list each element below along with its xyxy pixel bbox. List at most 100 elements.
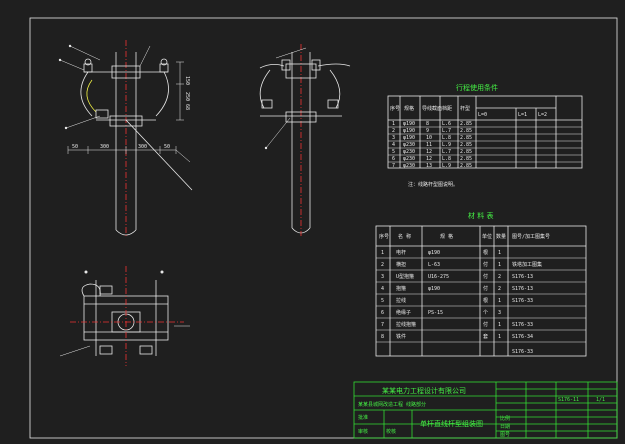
material-cell: 铁件 (396, 333, 406, 340)
dim-50b: 50 (164, 144, 170, 150)
svg-text:比例: 比例 (500, 415, 510, 422)
plan-view (59, 266, 190, 366)
material-cell: 2 (381, 262, 384, 268)
material-cell: 1 (498, 298, 501, 304)
material-table-title: 材 料 表 (468, 211, 493, 220)
project-name: 某某县城网改造工程 线路部分 (358, 401, 426, 408)
material-cell: 付 (483, 285, 488, 292)
material-cell: PS-15 (428, 310, 443, 316)
material-cell: 1 (498, 250, 501, 256)
material-cell: 铁塔加工图集 (512, 261, 542, 268)
material-cell: 1 (498, 322, 501, 328)
install-cell: φ230 (403, 149, 415, 155)
install-cell: L.7 (442, 128, 451, 134)
material-cell: U16-275 (428, 274, 449, 280)
svg-text:校核: 校核 (386, 428, 396, 435)
install-cell: L.8 (442, 135, 451, 141)
material-cell: 付 (483, 273, 488, 280)
install-table-title: 行程使用条件 (456, 83, 498, 92)
install-cell: φ230 (403, 163, 415, 169)
svg-text:规 格: 规 格 (440, 233, 453, 240)
drawing-number: S176-11 (558, 397, 579, 403)
install-cell: 4 (392, 142, 395, 148)
material-cell: φ190 (428, 250, 440, 256)
material-cell: 绝缘子 (396, 309, 411, 316)
material-cell: 6 (381, 310, 384, 316)
install-cell: 5 (392, 149, 395, 155)
install-cell: 11 (426, 142, 432, 148)
material-cell: 2 (498, 274, 501, 280)
install-cell: L.7 (442, 149, 451, 155)
svg-text:日期: 日期 (500, 424, 510, 430)
material-cell: 3 (381, 274, 384, 280)
drawing-title: 单杆直线杆型组装图 (420, 419, 483, 428)
svg-text:规格: 规格 (404, 105, 414, 112)
install-cell: L.6 (442, 121, 451, 127)
install-cell: 2.85 (460, 142, 472, 148)
svg-text:名 称: 名 称 (398, 233, 411, 240)
material-cell: 拉线抱箍 (396, 321, 416, 328)
svg-text:L=2: L=2 (538, 112, 547, 118)
install-cell: 6 (392, 156, 395, 162)
install-cell: 12 (426, 156, 432, 162)
install-cell: φ230 (403, 142, 415, 148)
material-cell: 横担 (396, 261, 406, 268)
material-cell: 4 (381, 286, 384, 292)
install-cell: 2.85 (460, 149, 472, 155)
dim-300a: 300 (100, 144, 109, 150)
material-cell: 抱箍 (396, 285, 406, 292)
install-cell: φ190 (403, 135, 415, 141)
install-cell: 1 (392, 121, 395, 127)
material-cell: 3 (498, 310, 501, 316)
install-cell: 9 (426, 128, 429, 134)
material-cell: 5 (381, 298, 384, 304)
dim-50a: 50 (72, 144, 78, 150)
install-cell: 10 (426, 135, 432, 141)
svg-text:序号: 序号 (390, 105, 400, 112)
sheet-number: 1/1 (596, 397, 605, 403)
material-cell: 付 (483, 261, 488, 268)
dim-150: 150 (184, 76, 190, 85)
material-cell: 根 (483, 249, 488, 256)
dim-300b: 300 (138, 144, 147, 150)
svg-text:导线截面: 导线截面 (422, 105, 442, 112)
material-cell: 个 (483, 310, 488, 316)
material-cell: 1 (498, 262, 501, 268)
material-cell: S176-33 (512, 322, 533, 328)
install-cell: φ190 (403, 121, 415, 127)
material-cell: 1 (381, 250, 384, 256)
material-cell: 拉线 (396, 297, 406, 304)
front-view: 150 250 68 50 300 300 50 (58, 40, 193, 238)
install-cell: L.8 (442, 156, 451, 162)
install-cell: 7 (392, 163, 395, 169)
svg-text:图号/加工图集号: 图号/加工图集号 (512, 233, 550, 240)
svg-text:L=0: L=0 (478, 112, 487, 118)
company-name: 某某电力工程设计有限公司 (382, 386, 466, 395)
install-cell: 2.85 (460, 135, 472, 141)
svg-text:档距: 档距 (442, 105, 452, 112)
svg-text:批准: 批准 (358, 414, 368, 421)
drawing-border (29, 17, 618, 439)
install-cell: 3 (392, 135, 395, 141)
title-block: 某某电力工程设计有限公司 某某县城网改造工程 线路部分 批准 审核 校核 单杆直… (353, 381, 618, 439)
install-note: 注：线路杆型图说明。 (408, 181, 458, 188)
install-cell: 2.85 (460, 156, 472, 162)
install-cell: 2.85 (460, 121, 472, 127)
svg-text:L=1: L=1 (518, 112, 527, 118)
svg-text:单位: 单位 (482, 233, 492, 240)
install-cell: φ190 (403, 128, 415, 134)
install-cell: 12 (426, 149, 432, 155)
svg-text:数量: 数量 (496, 233, 506, 240)
material-cell: S176-13 (512, 274, 533, 280)
svg-text:序号: 序号 (379, 233, 389, 240)
material-cell: 8 (381, 334, 384, 340)
material-cell: S176-13 (512, 286, 533, 292)
install-cell: 2.85 (460, 163, 472, 169)
material-cell: 7 (381, 322, 384, 328)
install-cell: 2 (392, 128, 395, 134)
material-cell: 2 (498, 286, 501, 292)
